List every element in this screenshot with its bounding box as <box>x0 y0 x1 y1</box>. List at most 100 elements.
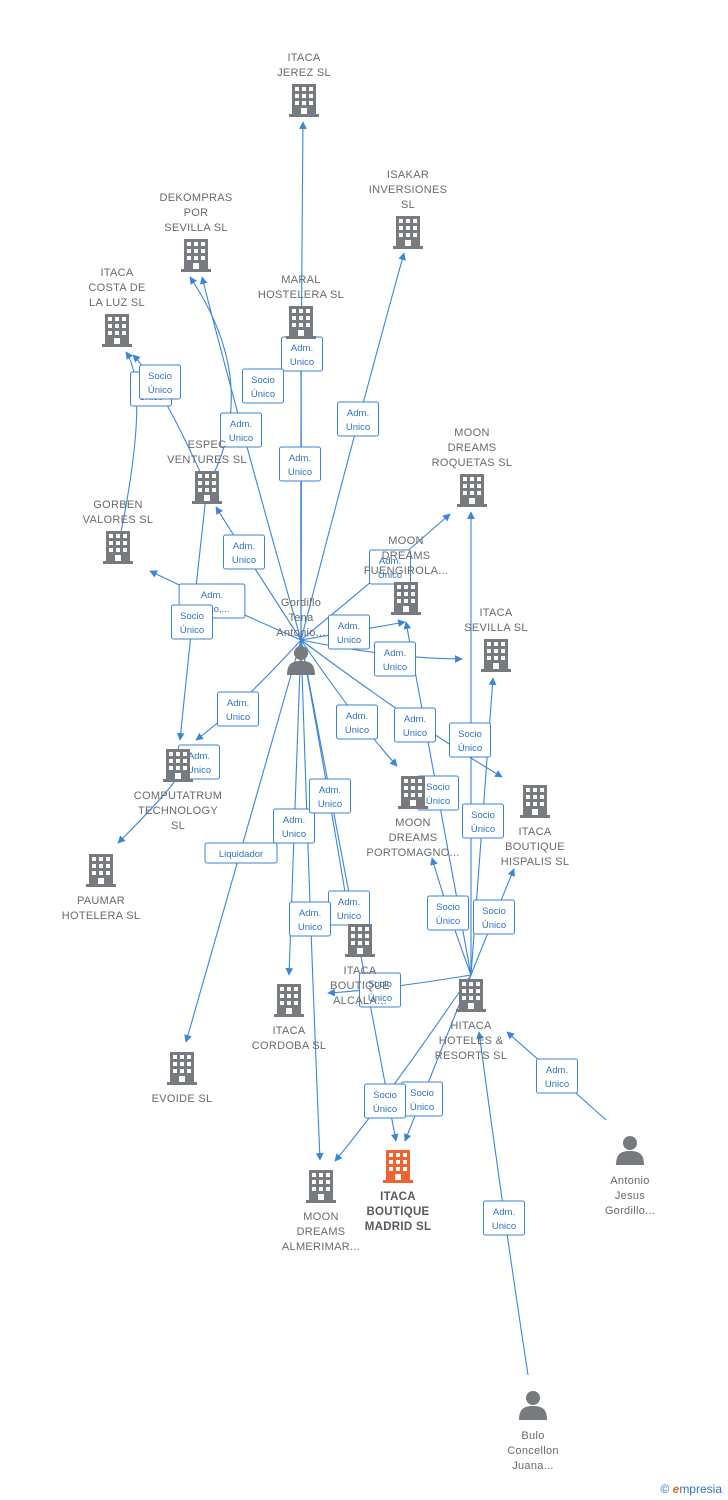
edge-label-text: Único <box>148 385 172 396</box>
edge-label-text: Unico <box>337 911 361 922</box>
edge-label[interactable]: Adm.Unico <box>220 412 262 448</box>
node-label: SL <box>171 820 185 832</box>
edge-label-text: Adm. <box>338 897 360 908</box>
node-label: RESORTS SL <box>435 1050 508 1062</box>
edge-label-text: Unico <box>378 570 402 581</box>
edge-label[interactable]: Adm.Unico <box>279 446 321 482</box>
node-moon_portomagno[interactable]: MOONDREAMSPORTOMAGNO... <box>366 776 459 859</box>
edge-label-text: Adm. <box>319 785 341 796</box>
edge-label[interactable]: Adm.Unico <box>374 641 416 677</box>
edge-label[interactable]: Adm.Unico <box>336 704 378 740</box>
edge-label[interactable]: Adm.Unico <box>217 691 259 727</box>
edge-label-text: Socio <box>180 611 204 622</box>
node-itaca_alcala[interactable]: ITACABOUTIQUEALCALA... <box>330 924 390 1007</box>
node-label: HOTELERA SL <box>62 910 141 922</box>
edge-label[interactable]: Adm.Unico <box>536 1058 578 1094</box>
edge-label-text: Unico <box>282 829 306 840</box>
node-label: ITACA <box>272 1025 305 1037</box>
node-label: VALORES SL <box>83 514 154 526</box>
node-label: CORDOBA SL <box>252 1040 327 1052</box>
edge-label-text: Unico <box>345 725 369 736</box>
node-antonio_jesus[interactable]: AntonioJesusGordillo... <box>605 1136 655 1217</box>
empresia-logo[interactable]: © empresia <box>660 1482 722 1496</box>
edge-label-text: Único <box>373 1104 397 1115</box>
node-label: PORTOMAGNO... <box>366 847 459 859</box>
node-label: MOON <box>388 535 423 547</box>
node-moon_almerimar[interactable]: MOONDREAMSALMERIMAR... <box>282 1170 360 1253</box>
edge-label[interactable]: Liquidador <box>204 842 278 864</box>
node-label: ITACA <box>518 826 551 838</box>
node-label: HISPALIS SL <box>501 856 570 868</box>
edge-label-text: Socio <box>251 375 275 386</box>
node-label: FUENGIROLA... <box>364 565 449 577</box>
edge-label[interactable]: Adm.Unico <box>369 549 411 585</box>
edge-label-text: Adm. <box>289 453 311 464</box>
node-label: COMPUTATRUM <box>134 790 222 802</box>
building-icon <box>167 1052 197 1085</box>
node-evoide[interactable]: EVOIDE SL <box>152 1052 213 1105</box>
building-icon <box>457 474 487 507</box>
edge-label-text: Único <box>180 625 204 636</box>
node-moon_fuengirola[interactable]: MOONDREAMSFUENGIROLA... <box>364 535 449 615</box>
building-icon <box>163 749 193 782</box>
node-bulo[interactable]: BuloConcellonJuana... <box>507 1391 559 1472</box>
edge-label-text: Adm. <box>233 541 255 552</box>
node-label: Gordillo... <box>605 1205 655 1217</box>
node-label: SEVILLA SL <box>164 222 228 234</box>
edge-label[interactable]: Adm.Unico <box>223 534 265 570</box>
node-label: ITACA <box>100 267 133 279</box>
edge-label[interactable]: Adm.Unico <box>483 1200 525 1236</box>
building-icon <box>181 239 211 272</box>
edge-label-text: Adm. <box>283 815 305 826</box>
edge-label[interactable]: Adm. Unico <box>328 890 370 926</box>
node-gordillo_tena[interactable]: GordilloTenaAntonio... <box>276 597 325 675</box>
node-label: LA LUZ SL <box>89 297 145 309</box>
edge-label[interactable]: Adm.Unico <box>289 901 331 937</box>
edge-espec-to-dekompras <box>189 276 232 488</box>
edge-label[interactable]: Adm.Unico <box>337 401 379 437</box>
edge-label-text: Adm. <box>338 621 360 632</box>
edge-label[interactable]: Adm. Unico <box>309 778 351 814</box>
edge-label-text: Adm. <box>291 343 313 354</box>
node-label: VENTURES SL <box>167 454 247 466</box>
edge-label[interactable]: Adm.Unico <box>328 614 370 650</box>
edge-label-text: Unico <box>318 799 342 810</box>
edge-label[interactable]: Adm.Unico <box>281 336 323 372</box>
edge-label-text: Adm. <box>299 908 321 919</box>
edge-label-text: Único <box>471 824 495 835</box>
edge-label[interactable]: Adm. Unico <box>273 808 315 844</box>
node-label: JEREZ SL <box>277 67 331 79</box>
node-label: DREAMS <box>448 442 497 454</box>
node-label: MARAL <box>281 274 320 286</box>
edge-label-text: Unico <box>383 662 407 673</box>
node-label: ALCALA... <box>333 995 387 1007</box>
edge-label-text: Socio <box>426 782 450 793</box>
edge-label[interactable]: Adm.Unico <box>394 707 436 743</box>
node-itaca_cordoba[interactable]: ITACA CORDOBA SL <box>252 984 327 1052</box>
